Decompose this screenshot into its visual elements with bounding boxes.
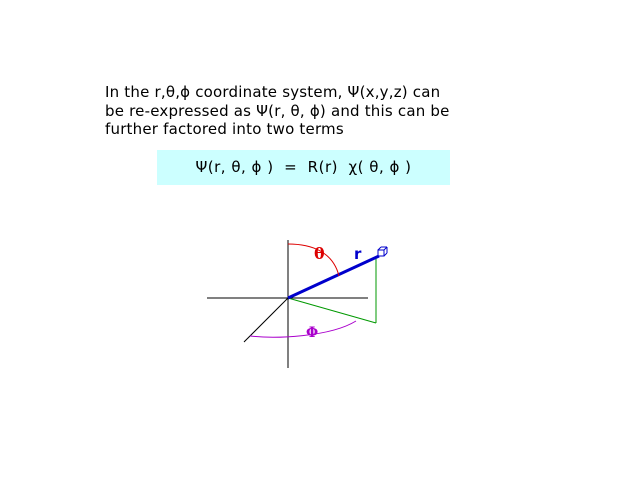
phi-arc xyxy=(249,320,357,338)
phi-label: Φ xyxy=(306,325,318,341)
r-label: r xyxy=(354,245,362,263)
theta-arc xyxy=(287,243,340,277)
projection-line xyxy=(287,297,377,324)
equation-text: Ψ(r, θ, ϕ ) = R(r) χ( θ, ϕ ) xyxy=(195,158,412,176)
intro-line-2: be re-expressed as Ψ(r, θ, ϕ) and this c… xyxy=(105,101,450,120)
intro-line-3: further factored into two terms xyxy=(105,120,344,138)
point-marker xyxy=(377,246,388,257)
theta-label: θ xyxy=(314,244,325,263)
equation-box: Ψ(r, θ, ϕ ) = R(r) χ( θ, ϕ ) xyxy=(157,150,450,185)
intro-line-1: In the r,θ,ϕ coordinate system, Ψ(x,y,z)… xyxy=(105,83,441,101)
radius-vector xyxy=(287,254,380,300)
x-axis xyxy=(243,297,289,343)
intro-paragraph: In the r,θ,ϕ coordinate system, Ψ(x,y,z)… xyxy=(105,83,525,139)
